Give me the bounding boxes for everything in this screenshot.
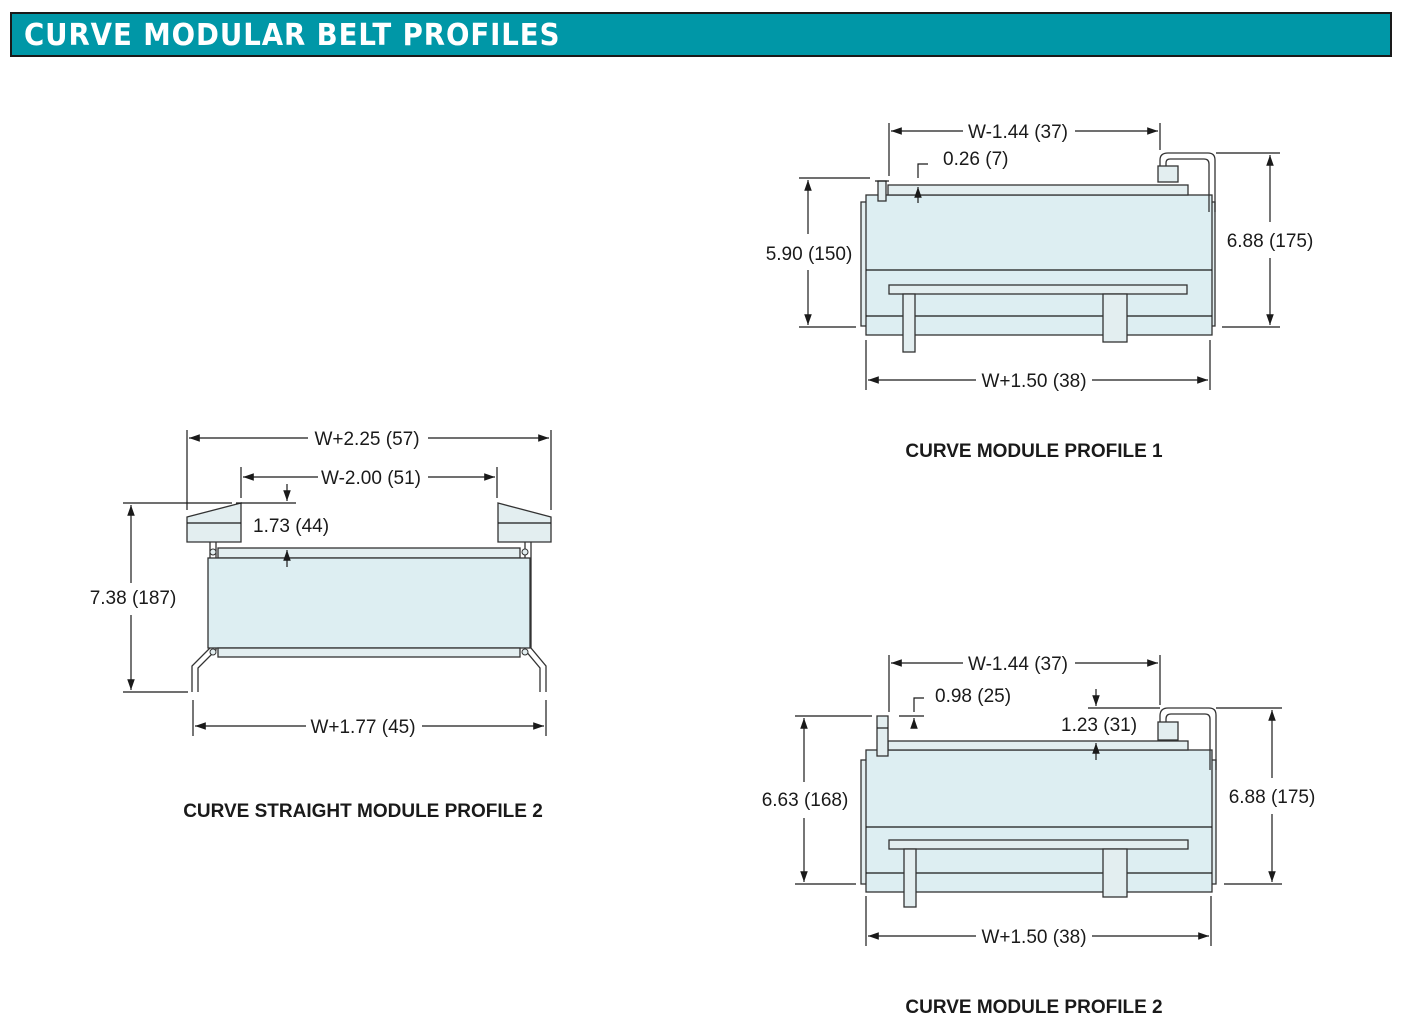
straight-profile-drawing bbox=[186, 502, 552, 692]
straight-dim-outer-width: W+2.25 (57) bbox=[314, 429, 419, 450]
profile-2-dim-offset-right: 1.23 (31) bbox=[1061, 715, 1137, 736]
profile-2: W-1.44 (37) 0.98 (25) 1.23 (31) 6.63 (16… bbox=[762, 654, 1316, 1018]
profile-2-caption: CURVE MODULE PROFILE 2 bbox=[905, 997, 1162, 1018]
profile-2-dim-top-width: W-1.44 (37) bbox=[968, 654, 1068, 675]
profile-1-dim-left-height: 5.90 (150) bbox=[766, 244, 853, 265]
profile-2-dim-left-height: 6.63 (168) bbox=[762, 790, 849, 811]
profile-1-dim-bottom-width: W+1.50 (38) bbox=[981, 371, 1086, 392]
profile-1-caption: CURVE MODULE PROFILE 1 bbox=[905, 441, 1163, 462]
profile-1-drawing bbox=[860, 152, 1216, 353]
straight-dim-height: 7.38 (187) bbox=[90, 588, 177, 609]
straight-dim-bottom-width: W+1.77 (45) bbox=[310, 717, 415, 738]
profile-1-dim-top-width: W-1.44 (37) bbox=[968, 122, 1068, 143]
profile-2-drawing bbox=[860, 707, 1217, 908]
profile-2-dim-right-height: 6.88 (175) bbox=[1229, 787, 1316, 808]
page-title: CURVE MODULAR BELT PROFILES bbox=[24, 18, 561, 53]
header-bar: CURVE MODULAR BELT PROFILES bbox=[10, 12, 1392, 57]
profile-1-dim-offset: 0.26 (7) bbox=[943, 149, 1008, 170]
straight-profile: W+2.25 (57) W-2.00 (51) 1.73 (44) 7.38 (… bbox=[90, 429, 552, 822]
profile-2-dim-bottom-width: W+1.50 (38) bbox=[981, 927, 1086, 948]
straight-dim-inner-width: W-2.00 (51) bbox=[321, 468, 421, 489]
straight-caption: CURVE STRAIGHT MODULE PROFILE 2 bbox=[183, 801, 543, 822]
profile-1-dim-right-height: 6.88 (175) bbox=[1227, 231, 1314, 252]
profile-1: W-1.44 (37) 0.26 (7) 5.90 (150) 6.88 (17… bbox=[766, 122, 1314, 462]
profile-2-dim-offset-left: 0.98 (25) bbox=[935, 686, 1011, 707]
straight-dim-offset: 1.73 (44) bbox=[253, 516, 329, 537]
